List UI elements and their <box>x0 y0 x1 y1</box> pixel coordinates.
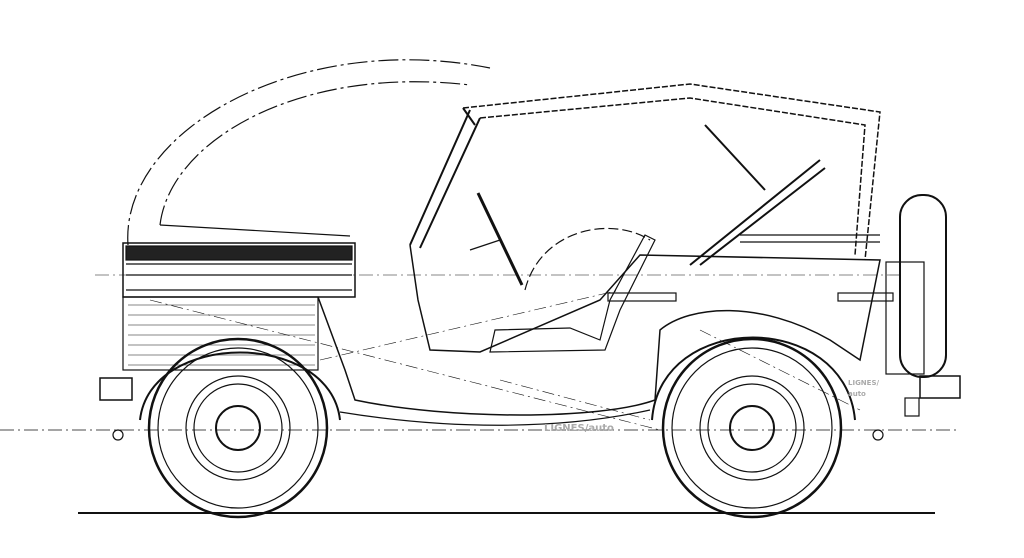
folded-top-arc-inner <box>159 81 471 226</box>
sill <box>339 409 651 426</box>
top-bow <box>689 124 826 266</box>
spare-tire <box>885 194 947 378</box>
windshield <box>409 107 481 249</box>
body-side <box>317 244 881 416</box>
folded-top-arc <box>127 59 491 246</box>
hood <box>122 242 356 298</box>
steering-wheel <box>469 192 524 286</box>
construction-lines <box>149 289 861 431</box>
folded-top-arc-edge <box>159 224 351 237</box>
grille-side <box>122 296 319 371</box>
door-handles <box>607 292 894 302</box>
soft-top <box>462 83 881 261</box>
rear-bumper <box>872 375 961 441</box>
rear-window-frame <box>740 234 880 243</box>
rear-wheel <box>651 336 856 519</box>
watermark-rear-line2: auto <box>848 390 866 398</box>
watermark-rear-line1: LIGNES/ <box>848 379 880 387</box>
front-bumper <box>99 377 133 441</box>
watermark-lignes-auto-rear: LIGNES/ auto <box>848 378 882 400</box>
watermark-lignes-auto: LIGNES/auto <box>544 423 614 434</box>
seat <box>489 227 656 353</box>
front-wheel <box>139 337 341 519</box>
